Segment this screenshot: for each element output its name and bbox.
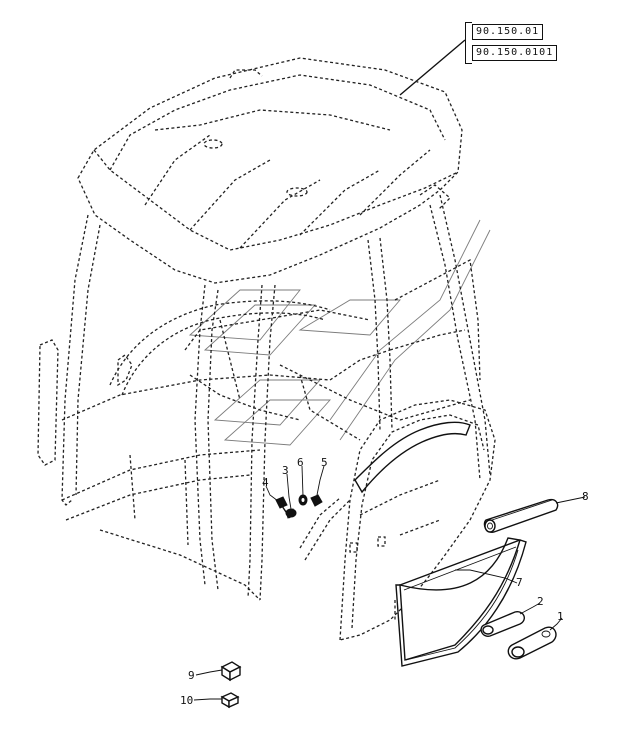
callout-3: 3 bbox=[282, 464, 289, 477]
callout-1: 1 bbox=[557, 610, 564, 623]
part-7-door-glass bbox=[395, 537, 527, 667]
part-6-washer bbox=[298, 494, 308, 506]
part-5-nut bbox=[310, 494, 323, 507]
callout-2: 2 bbox=[537, 595, 544, 608]
callout-6: 6 bbox=[297, 456, 304, 469]
callout-4: 4 bbox=[262, 476, 269, 489]
callout-10: 10 bbox=[180, 694, 193, 707]
part-10-block bbox=[220, 692, 240, 709]
reference-box-1: 90.150.01 bbox=[472, 24, 544, 40]
background-watermark bbox=[188, 219, 491, 446]
callout-8: 8 bbox=[582, 490, 589, 503]
part-1-handle bbox=[507, 626, 557, 660]
callout-9: 9 bbox=[188, 669, 195, 682]
part-2-latch-plate bbox=[480, 611, 525, 637]
cab-roof bbox=[77, 57, 463, 284]
reference-bracket bbox=[465, 22, 472, 64]
leader-lines bbox=[193, 465, 586, 701]
part-3-washer bbox=[285, 508, 297, 518]
reference-leader bbox=[399, 39, 466, 96]
part-9-block bbox=[220, 661, 242, 682]
callout-7: 7 bbox=[516, 576, 523, 589]
cab-frame bbox=[37, 194, 491, 601]
reference-box-2: 90.150.0101 bbox=[472, 45, 558, 61]
callout-5: 5 bbox=[321, 456, 328, 469]
part-8-seal-strip bbox=[483, 498, 559, 533]
